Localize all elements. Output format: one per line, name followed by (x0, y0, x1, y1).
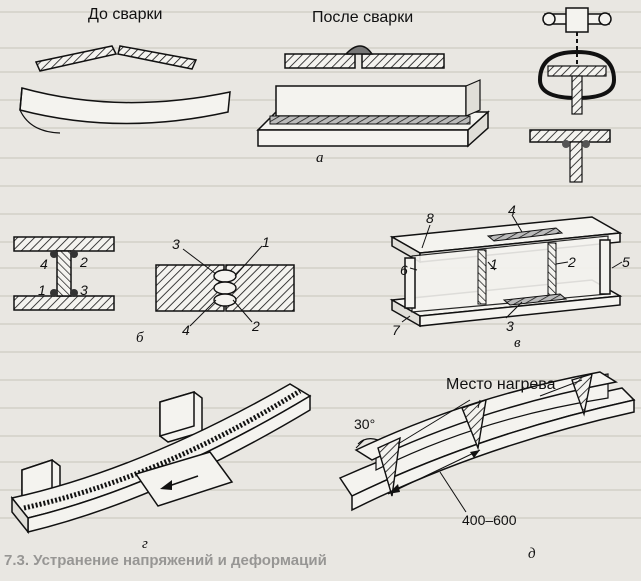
section-a-after-welding (256, 45, 490, 148)
after-welding-label: После сварки (312, 9, 414, 26)
heating-place-label: Место нагрева (446, 376, 556, 393)
section-g-curved-beam-on-supports (10, 383, 312, 535)
box-number-6: 6 (400, 262, 408, 278)
box-number-7: 7 (392, 322, 400, 338)
joint-number-2: 2 (252, 318, 260, 334)
joint-number-4: 4 (182, 322, 190, 338)
caption-d: д (528, 546, 536, 562)
caption-b: б (136, 330, 144, 346)
caption-g: г (142, 536, 148, 552)
box-number-5: 5 (622, 254, 630, 270)
section-a-before-welding (19, 45, 231, 134)
box-number-2: 2 (568, 254, 576, 270)
background-section-heading: 7.3. Устранение напряжений и деформаций (4, 552, 327, 569)
angle-label: 30° (354, 416, 376, 432)
box-number-1: 1 (490, 256, 498, 272)
distance-label: 400–600 (462, 512, 517, 528)
ibeam-number-4: 4 (40, 256, 48, 272)
caption-a: а (316, 150, 324, 166)
ibeam-number-3: 3 (80, 282, 88, 298)
section-b-ibeam-cross-section (13, 236, 115, 311)
box-number-3: 3 (506, 318, 514, 334)
caption-v: в (514, 335, 521, 351)
section-a-clamp (529, 7, 617, 183)
section-d-heating-beam (338, 371, 636, 513)
joint-number-3: 3 (172, 236, 180, 252)
before-welding-label: До сварки (88, 6, 163, 23)
section-b-butt-joint-cross-section (155, 245, 295, 327)
ibeam-number-1: 1 (38, 282, 46, 298)
joint-number-1: 1 (262, 234, 270, 250)
box-number-4: 4 (508, 202, 516, 218)
section-v-box-beam (389, 214, 623, 328)
box-number-8: 8 (426, 210, 434, 226)
ibeam-number-2: 2 (80, 254, 88, 270)
